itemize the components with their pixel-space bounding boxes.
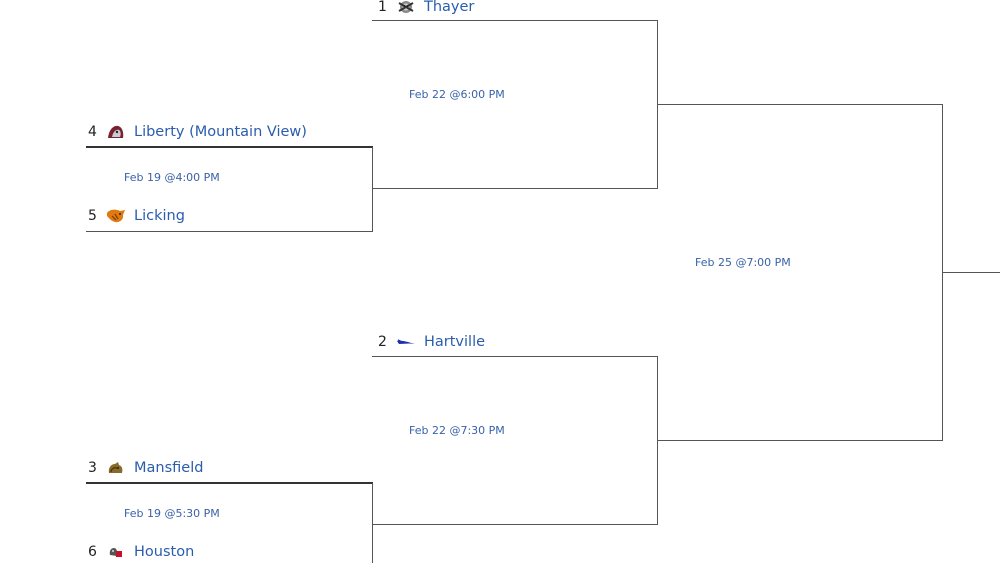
lion-icon xyxy=(106,459,126,477)
team-entry-thayer: 1 Thayer xyxy=(378,0,474,18)
team-entry-licking: 5 Licking xyxy=(88,205,185,227)
team-link-licking[interactable]: Licking xyxy=(134,208,185,224)
bracket-line xyxy=(372,356,658,357)
eagle-swoosh-icon xyxy=(396,333,416,351)
bracket-line xyxy=(372,524,658,525)
team-link-thayer[interactable]: Thayer xyxy=(424,0,475,15)
eagle-icon xyxy=(106,123,126,141)
seed-number: 6 xyxy=(88,544,97,560)
bracket-line xyxy=(372,188,658,189)
team-entry-mansfield: 3 Mansfield xyxy=(88,457,203,479)
game-time-semifinal-top[interactable]: Feb 22 @6:00 PM xyxy=(409,88,505,101)
seed-number: 4 xyxy=(88,124,97,140)
bracket-line xyxy=(86,231,373,232)
bracket-line xyxy=(657,440,943,441)
team-entry-hartville: 2 Hartville xyxy=(378,331,485,353)
bracket-connector xyxy=(372,147,373,232)
raider-icon xyxy=(396,0,416,16)
seed-number: 2 xyxy=(378,334,387,350)
seed-number: 5 xyxy=(88,208,97,224)
game-time-semifinal-bottom[interactable]: Feb 22 @7:30 PM xyxy=(409,424,505,437)
bracket-line xyxy=(86,146,373,148)
team-link-hartville[interactable]: Hartville xyxy=(424,334,486,350)
bracket-line xyxy=(657,104,943,105)
team-link-mansfield[interactable]: Mansfield xyxy=(134,460,204,476)
game-time-final[interactable]: Feb 25 @7:00 PM xyxy=(695,256,791,269)
bracket-connector xyxy=(372,483,373,563)
bracket-line xyxy=(372,20,658,21)
wildcat-icon xyxy=(106,207,126,225)
team-entry-liberty: 4 Liberty (Mountain View) xyxy=(88,121,307,143)
tiger-icon xyxy=(106,543,126,561)
bracket-line xyxy=(86,482,373,484)
seed-number: 1 xyxy=(378,0,387,15)
game-time-round1-bottom[interactable]: Feb 19 @5:30 PM xyxy=(124,507,220,520)
team-link-liberty[interactable]: Liberty (Mountain View) xyxy=(134,124,307,140)
team-link-houston[interactable]: Houston xyxy=(134,544,195,560)
team-entry-houston: 6 Houston xyxy=(88,541,194,563)
game-time-round1-top[interactable]: Feb 19 @4:00 PM xyxy=(124,171,220,184)
seed-number: 3 xyxy=(88,460,97,476)
bracket-line-champion xyxy=(942,272,1000,273)
